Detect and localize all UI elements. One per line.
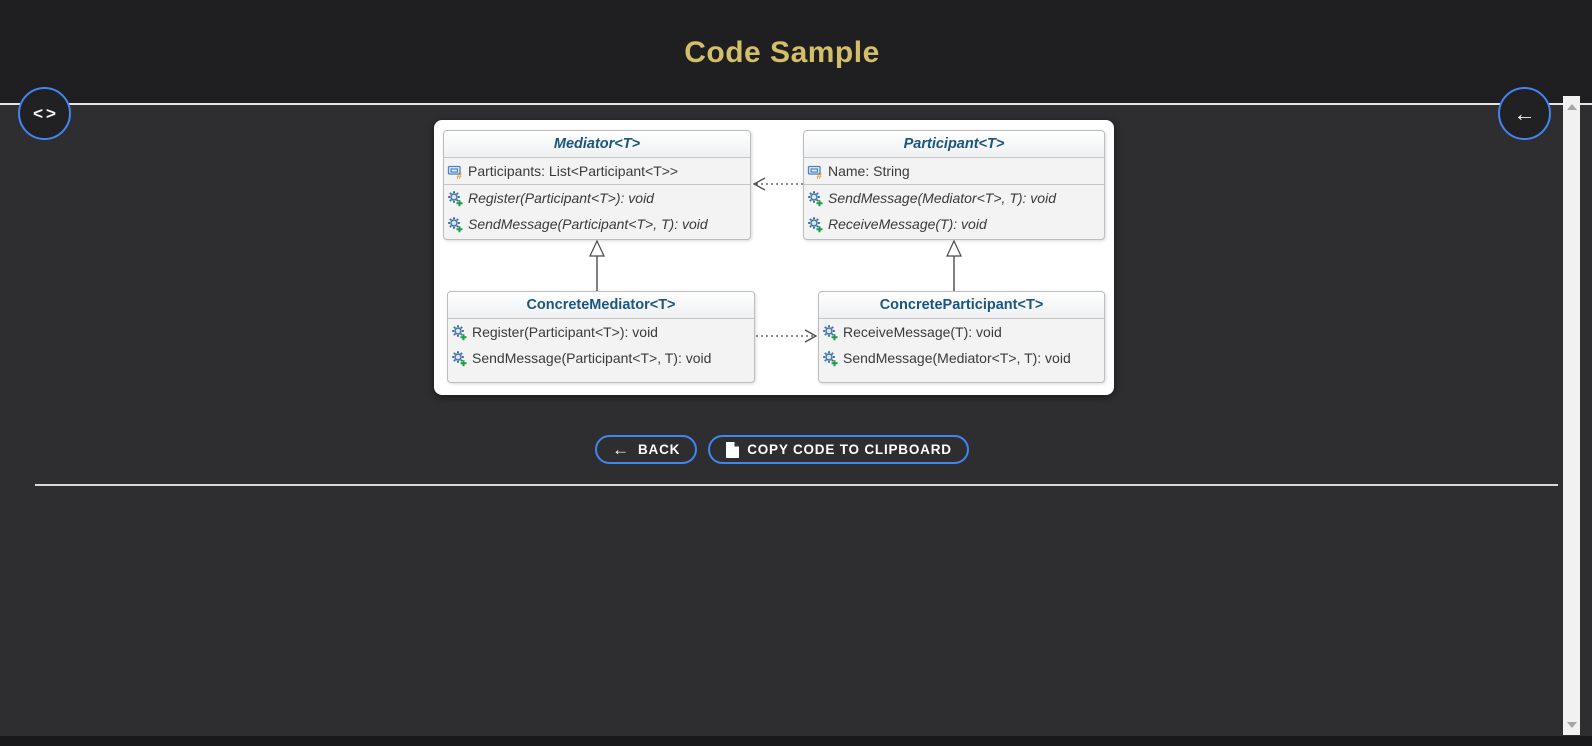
protected-field-icon: # [447,163,464,182]
method-row: ReceiveMessage(T): void [804,211,1104,237]
class-name: ConcreteMediator<T> [448,292,754,319]
relationship-arrows [589,177,962,343]
back-button[interactable]: ← BACK [595,435,698,464]
arrow-left-icon: ← [612,439,630,459]
arrow-left-icon: ← [1513,100,1536,126]
svg-text:#: # [457,171,463,180]
method-row: SendMessage(Mediator<T>, T): void [819,345,1104,371]
class-box-participant: Participant<T> # Name: String [803,130,1105,240]
bottom-edge-strip [0,736,1592,746]
public-method-icon [451,350,468,367]
class-box-concrete-mediator: ConcreteMediator<T> [447,291,755,383]
inheritance-arrow-participant [946,239,962,291]
dependency-arrow-mediator-participant [756,329,818,343]
code-icon: <> [33,103,59,123]
public-method-icon [822,324,839,341]
public-method-icon [447,190,464,207]
field-row: # Participants: List<Participant<T>> [444,158,750,184]
method-text: SendMessage(Participant<T>, T): void [468,216,708,232]
back-floating-button[interactable]: ← [1498,87,1551,140]
dependency-arrow-participant-mediator [752,177,803,191]
public-method-icon [822,350,839,367]
toggle-code-panel-button[interactable]: <> [18,87,71,140]
page-title: Code Sample [684,35,880,69]
method-text: ReceiveMessage(T): void [828,216,987,232]
header: Code Sample [0,0,1592,105]
public-method-icon [447,216,464,233]
class-name: Mediator<T> [444,131,750,158]
protected-field-icon: # [807,163,824,182]
method-row: ReceiveMessage(T): void [819,319,1104,345]
scroll-down-button[interactable] [1563,716,1580,733]
method-text: SendMessage(Mediator<T>, T): void [828,190,1056,206]
field-text: Name: String [828,163,910,179]
method-row: SendMessage(Participant<T>, T): void [448,345,754,371]
scroll-up-icon [1566,103,1577,110]
public-method-icon [807,190,824,207]
method-text: SendMessage(Mediator<T>, T): void [843,350,1071,366]
method-row: SendMessage(Mediator<T>, T): void [804,185,1104,211]
method-text: SendMessage(Participant<T>, T): void [472,350,712,366]
horizontal-divider [35,484,1558,486]
method-text: Register(Participant<T>): void [468,190,654,206]
class-box-concrete-participant: ConcreteParticipant<T> [818,291,1105,383]
method-row: Register(Participant<T>): void [448,319,754,345]
public-method-icon [451,324,468,341]
scroll-up-button[interactable] [1563,98,1580,115]
scroll-down-icon [1566,721,1577,728]
method-row: Register(Participant<T>): void [444,185,750,211]
inheritance-arrow-mediator [589,239,605,291]
method-row: SendMessage(Participant<T>, T): void [444,211,750,237]
class-box-mediator: Mediator<T> # Participants: List<Partici… [443,130,751,240]
vertical-scrollbar[interactable] [1563,96,1580,735]
class-name: Participant<T> [804,131,1104,158]
uml-diagram-panel: Mediator<T> # Participants: List<Partici… [434,120,1114,395]
copy-code-button[interactable]: COPY CODE TO CLIPBOARD [708,435,969,464]
field-row: # Name: String [804,158,1104,184]
public-method-icon [807,216,824,233]
back-button-label: BACK [637,442,681,457]
method-text: ReceiveMessage(T): void [843,324,1002,340]
copy-code-button-label: COPY CODE TO CLIPBOARD [747,442,952,457]
svg-text:#: # [817,171,823,180]
field-text: Participants: List<Participant<T>> [468,163,679,179]
copy-file-icon [725,441,740,458]
action-buttons-row: ← BACK COPY CODE TO CLIPBOARD [0,435,1564,465]
method-text: Register(Participant<T>): void [472,324,658,340]
class-name: ConcreteParticipant<T> [819,292,1104,319]
